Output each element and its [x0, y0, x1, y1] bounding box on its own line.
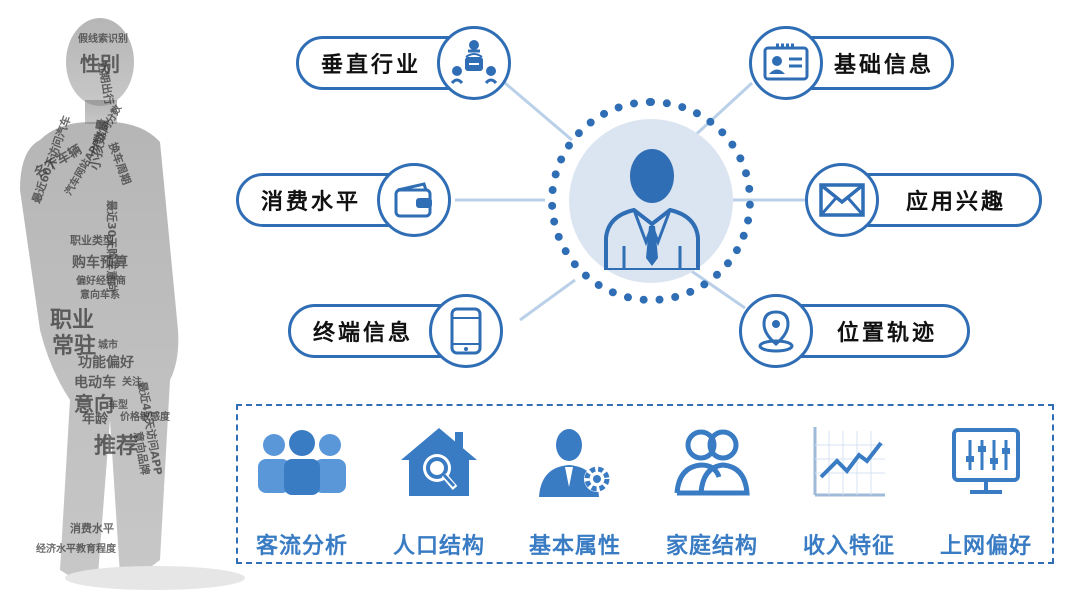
silhouette-word: 年龄 [82, 412, 109, 427]
silhouette-word: 性别 [80, 52, 120, 76]
profile-item-terminal-info: 终端信息 [288, 294, 503, 368]
feature-panel: 客流分析 人口结构 基本属性 [236, 404, 1054, 564]
person-gear-icon [515, 424, 635, 500]
feature-label: 基本属性 [528, 534, 621, 559]
monitor-sliders-icon [926, 424, 1046, 500]
silhouette-word: 意向 [74, 392, 114, 416]
profile-item-consumption-level: 消费水平 [236, 163, 451, 237]
profile-item-vertical-industry: 垂直行业 [296, 26, 511, 100]
feature-income-characteristics: 收入特征 [789, 424, 909, 560]
silhouette-word: 电动车 [74, 375, 116, 391]
silhouette-word: 关注 [122, 377, 142, 388]
feature-internet-preference: 上网偏好 [926, 424, 1046, 560]
silhouette-word: 假线索识别 [78, 34, 128, 45]
silhouette-word: 职业类型 [70, 234, 114, 247]
feature-label: 收入特征 [802, 534, 895, 559]
house-magnifier-icon [379, 424, 499, 500]
profile-item-label: 基础信息 [833, 53, 934, 78]
feature-label: 客流分析 [255, 534, 348, 559]
feature-label: 家庭结构 [665, 534, 758, 559]
silhouette-word: 意向车系 [80, 290, 120, 301]
silhouette-word: 经济水平教育程度 [36, 544, 116, 555]
id-card-icon [749, 26, 823, 100]
silhouette-word: 偏好经销商 [76, 276, 126, 287]
location-pin-icon [739, 294, 813, 368]
feature-crowd-analysis: 客流分析 [242, 424, 362, 560]
silhouette-word: 最近30天购车意向 [105, 200, 118, 293]
profile-item-basic-info: 基础信息 [749, 26, 954, 100]
profile-item-label: 应用兴趣 [905, 190, 1006, 215]
wallet-icon [377, 163, 451, 237]
dotted-ring [548, 98, 754, 304]
feature-label: 人口结构 [392, 534, 485, 559]
silhouette-word: 常驻 [52, 334, 97, 359]
feature-population-structure: 人口结构 [379, 424, 499, 560]
profile-item-label: 垂直行业 [320, 53, 421, 78]
profile-item-label: 消费水平 [260, 190, 361, 215]
envelope-icon [805, 163, 879, 237]
profile-item-app-interest: 应用兴趣 [805, 163, 1042, 237]
silhouette-word: 推荐 [94, 434, 139, 459]
silhouette-word: 城市 [98, 340, 118, 351]
central-user-avatar [540, 90, 754, 310]
silhouette-word: 车型 [108, 400, 128, 411]
two-people-icon [652, 424, 772, 500]
crowd-icon [242, 424, 362, 500]
silhouette-word: 功能偏好 [78, 355, 134, 371]
silhouette-word: 职业 [50, 308, 95, 333]
profile-item-label: 位置轨迹 [836, 321, 937, 346]
mobile-phone-icon [429, 294, 503, 368]
businessman-avatar-icon [604, 149, 700, 270]
profile-item-location-track: 位置轨迹 [739, 294, 970, 368]
silhouette-shape [20, 18, 245, 590]
profile-silhouette: 假线索识别性别职业类型购车预算偏好经销商意向车系职业常驻城市功能偏好电动车关注意… [0, 0, 250, 593]
silhouette-word: 购车预算 [72, 255, 128, 271]
people-network-icon [437, 26, 511, 100]
feature-basic-attributes: 基本属性 [515, 424, 635, 560]
silhouette-word: 消费水平 [70, 522, 114, 535]
profile-item-label: 终端信息 [312, 321, 413, 346]
trend-chart-icon [789, 424, 909, 500]
feature-family-structure: 家庭结构 [652, 424, 772, 560]
feature-label: 上网偏好 [939, 534, 1032, 559]
silhouette-word: 价格敏感度 [120, 412, 170, 423]
